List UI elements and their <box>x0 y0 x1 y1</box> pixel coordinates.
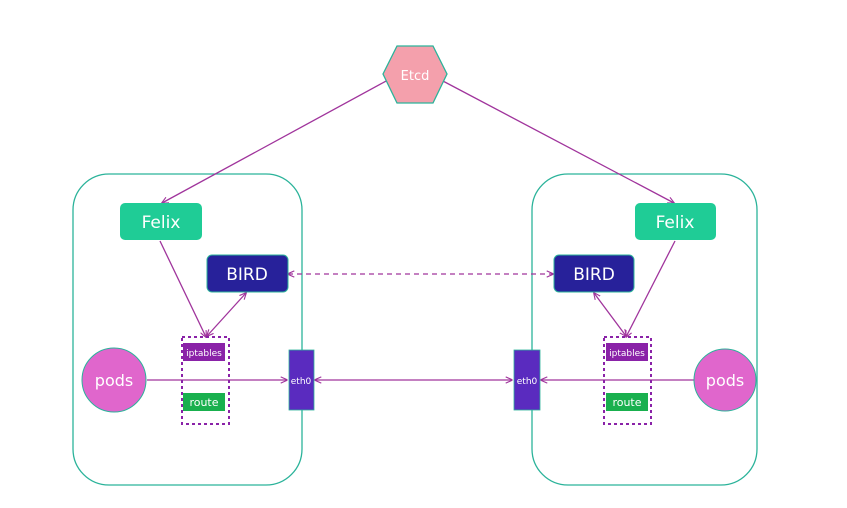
etcd-to-felix-right-arrow <box>440 79 674 203</box>
eth0-right: eth0 <box>513 349 541 411</box>
pods-right: pods <box>693 348 757 412</box>
node-right-container <box>531 173 758 486</box>
bird-left-to-iptables-arrow <box>207 293 246 336</box>
netfilter-left-box <box>181 336 230 425</box>
eth0-left-label: eth0 <box>291 377 312 387</box>
pods-left-label: pods <box>95 371 133 390</box>
route-left: route <box>183 393 225 411</box>
netfilter-right-box <box>603 336 652 425</box>
bird-left: BIRD <box>206 254 289 293</box>
bird-left-label: BIRD <box>226 265 268 285</box>
pods-left: pods <box>81 347 147 413</box>
felix-right: Felix <box>635 203 716 240</box>
bird-right: BIRD <box>553 254 635 293</box>
eth0-left: eth0 <box>288 349 315 411</box>
route-right-label: route <box>612 396 641 409</box>
iptables-left: iptables <box>183 343 225 361</box>
felix-right-label: Felix <box>656 213 695 233</box>
felix-left-label: Felix <box>142 213 181 233</box>
route-right: route <box>606 393 648 411</box>
bird-right-label: BIRD <box>573 265 615 285</box>
iptables-right-label: iptables <box>609 349 645 359</box>
etcd-label: Etcd <box>401 69 430 84</box>
felix-left-to-iptables-arrow <box>159 240 206 337</box>
eth0-right-label: eth0 <box>517 377 538 387</box>
iptables-left-label: iptables <box>186 349 222 359</box>
pods-right-label: pods <box>706 371 744 390</box>
felix-right-to-iptables-arrow <box>626 240 676 337</box>
etcd-node: Etcd <box>382 45 448 104</box>
felix-left: Felix <box>120 203 202 240</box>
route-left-label: route <box>189 396 218 409</box>
iptables-right: iptables <box>606 343 648 361</box>
node-left-container <box>72 173 303 486</box>
bird-right-to-iptables-arrow <box>594 293 626 336</box>
etcd-to-felix-left-arrow <box>162 79 389 203</box>
